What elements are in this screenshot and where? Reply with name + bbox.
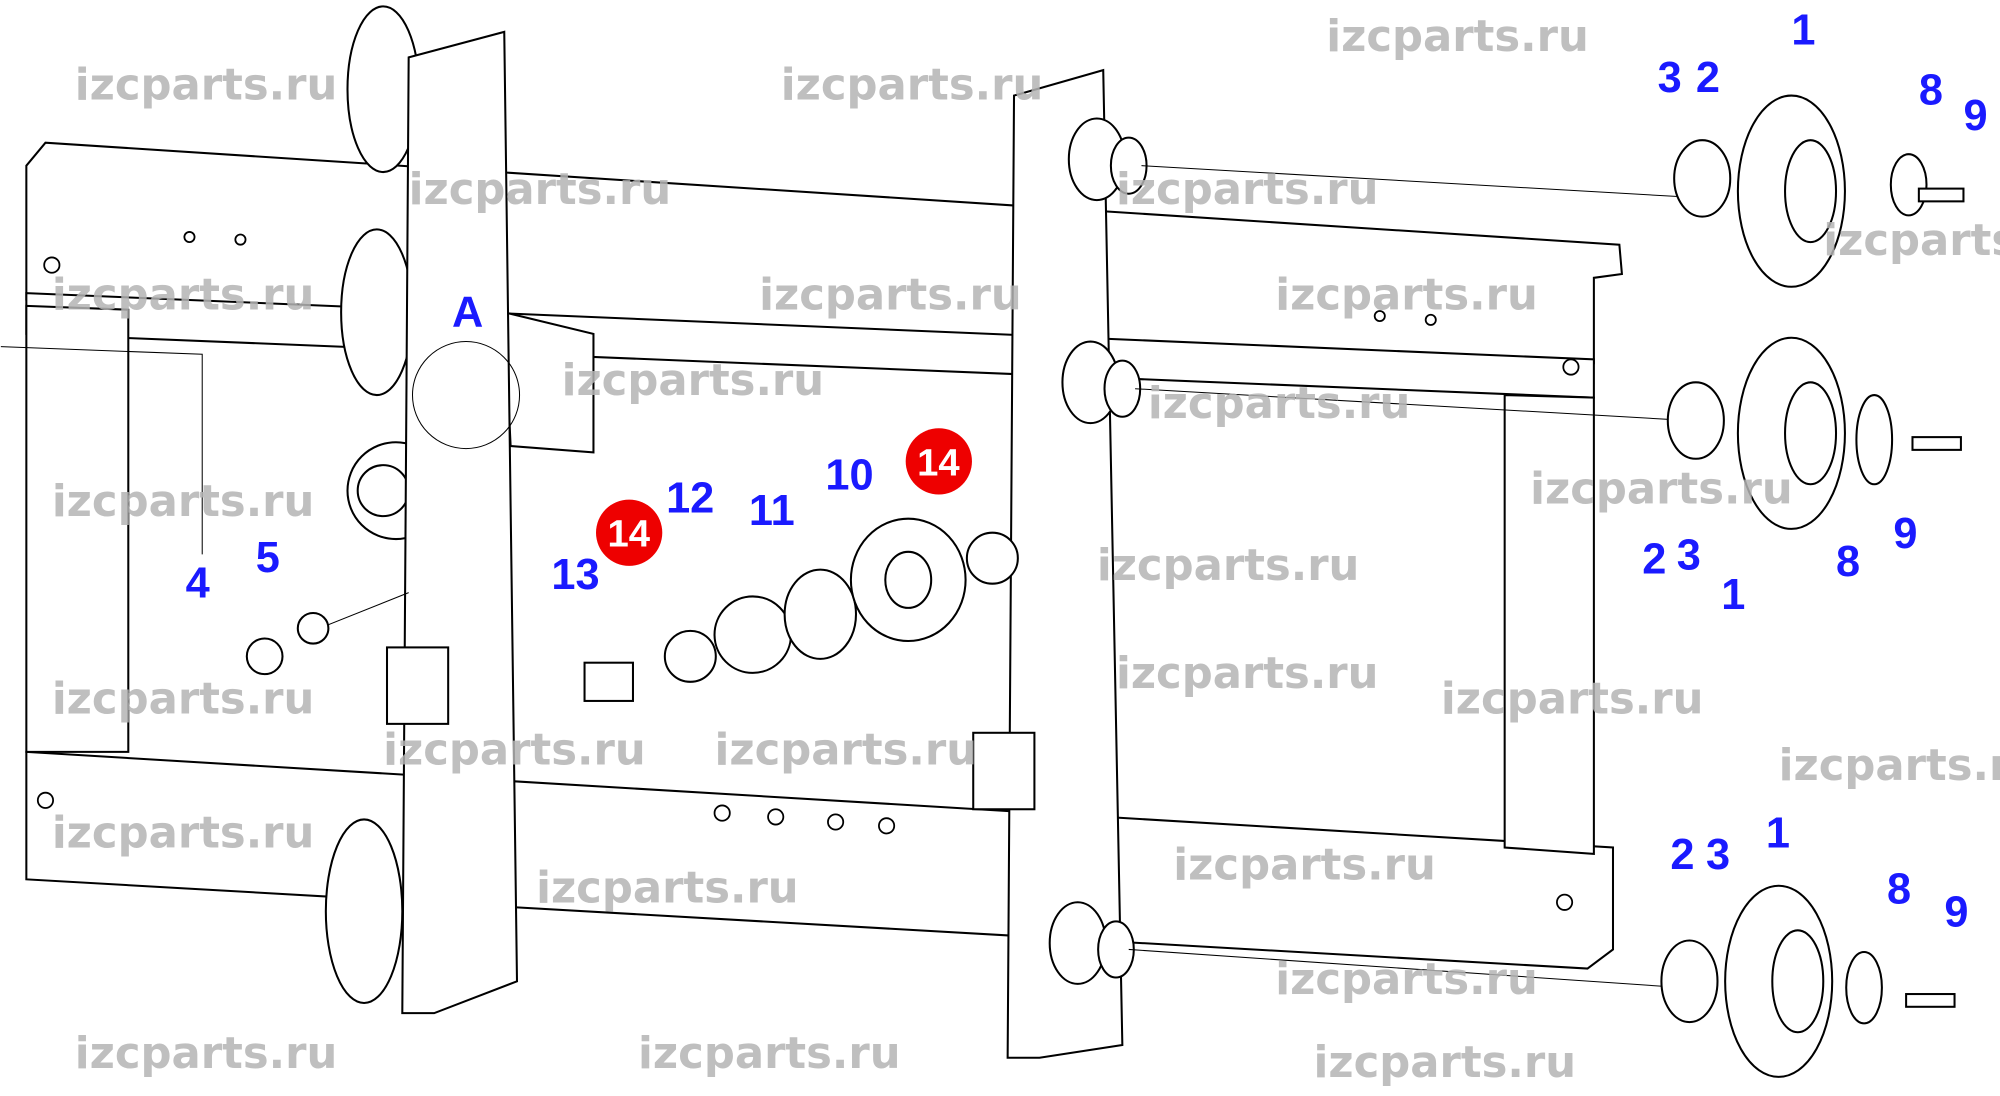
watermark: izcparts.ru bbox=[1275, 955, 1538, 1005]
watermark: izcparts.ru bbox=[1530, 464, 1793, 514]
watermark: izcparts.ru bbox=[52, 675, 315, 725]
part-labels: A 1 3 2 8 9 2 3 1 8 9 2 3 1 8 9 4 5 13 1… bbox=[186, 7, 1988, 937]
watermark: izcparts.ru bbox=[1097, 541, 1360, 591]
watermark: izcparts.ru bbox=[1173, 840, 1436, 890]
watermark: izcparts.ru bbox=[1314, 1038, 1577, 1088]
part-label-screw[interactable]: 4 bbox=[186, 560, 210, 608]
part-label-seal-mid-a[interactable]: 2 bbox=[1642, 535, 1666, 583]
part-label-eccentric-roller[interactable]: 10 bbox=[825, 451, 873, 499]
watermark: izcparts.ru bbox=[383, 726, 646, 776]
part-label-small-washer[interactable]: 5 bbox=[256, 534, 280, 582]
part-label-bolt-bot[interactable]: 9 bbox=[1944, 889, 1968, 937]
part-label-hex-bolt[interactable]: 13 bbox=[551, 551, 599, 599]
watermark: izcparts.ru bbox=[409, 165, 672, 215]
watermark: izcparts.ru bbox=[536, 863, 799, 913]
part-label-spacer-left[interactable]: 14 bbox=[607, 513, 650, 556]
watermark: izcparts.ru bbox=[781, 60, 1044, 110]
watermark: izcparts.ru bbox=[52, 271, 315, 321]
part-label-slotted-nut[interactable]: 12 bbox=[666, 474, 714, 522]
fork-plates bbox=[385, 30, 1148, 1059]
part-label-roller-top[interactable]: 1 bbox=[1791, 7, 1815, 55]
part-label-washer-top[interactable]: 8 bbox=[1919, 67, 1943, 115]
watermark: izcparts.ru bbox=[1116, 165, 1379, 215]
watermark: izcparts.ru bbox=[52, 477, 315, 527]
part-label-seal-top-a[interactable]: 3 bbox=[1658, 54, 1682, 102]
watermark: izcparts.ru bbox=[75, 1029, 338, 1079]
part-label-seal-bot-b[interactable]: 3 bbox=[1706, 831, 1730, 879]
part-label-spacer-right[interactable]: 14 bbox=[917, 441, 960, 484]
part-label-seal-top-b[interactable]: 2 bbox=[1696, 54, 1720, 102]
part-label-washer-mid[interactable]: 8 bbox=[1836, 538, 1860, 586]
part-label-seal-mid-b[interactable]: 3 bbox=[1677, 532, 1701, 580]
part-label-bolt-top[interactable]: 9 bbox=[1963, 92, 1987, 140]
part-label-roller-bot[interactable]: 1 bbox=[1766, 809, 1790, 857]
part-label-roller-mid[interactable]: 1 bbox=[1721, 571, 1745, 619]
highlight-badge-spacer-left[interactable]: 14 bbox=[596, 499, 663, 566]
part-label-bolt-mid[interactable]: 9 bbox=[1893, 510, 1917, 558]
watermark: izcparts.ru bbox=[1275, 271, 1538, 321]
highlight-badge-spacer-right[interactable]: 14 bbox=[905, 428, 972, 495]
leader-lines bbox=[0, 165, 1696, 989]
watermark: izcparts.ru bbox=[562, 356, 825, 406]
watermark: izcparts.ru bbox=[638, 1029, 901, 1079]
watermark: izcparts.ru bbox=[1441, 675, 1704, 725]
watermark: izcparts.ru bbox=[1823, 216, 2000, 266]
watermark: izcparts.ru bbox=[715, 726, 978, 776]
watermark: izcparts.ru bbox=[759, 271, 1022, 321]
watermark: izcparts.ru bbox=[52, 808, 315, 858]
watermark: izcparts.ru bbox=[1116, 649, 1379, 699]
part-label-bushing[interactable]: 11 bbox=[749, 487, 795, 535]
watermark: izcparts.ru bbox=[75, 60, 338, 110]
watermark: izcparts.ru bbox=[1326, 12, 1589, 62]
exploded-parts bbox=[245, 94, 1965, 1078]
watermark: izcparts.ru bbox=[1779, 741, 2000, 791]
watermark: izcparts.ru bbox=[1148, 379, 1411, 429]
part-label-washer-bot[interactable]: 8 bbox=[1887, 866, 1911, 914]
part-label-seal-bot-a[interactable]: 2 bbox=[1670, 831, 1694, 879]
detail-callout-label: A bbox=[452, 288, 483, 336]
watermarks: izcparts.ru izcparts.ru izcparts.ru izcp… bbox=[52, 12, 2000, 1088]
